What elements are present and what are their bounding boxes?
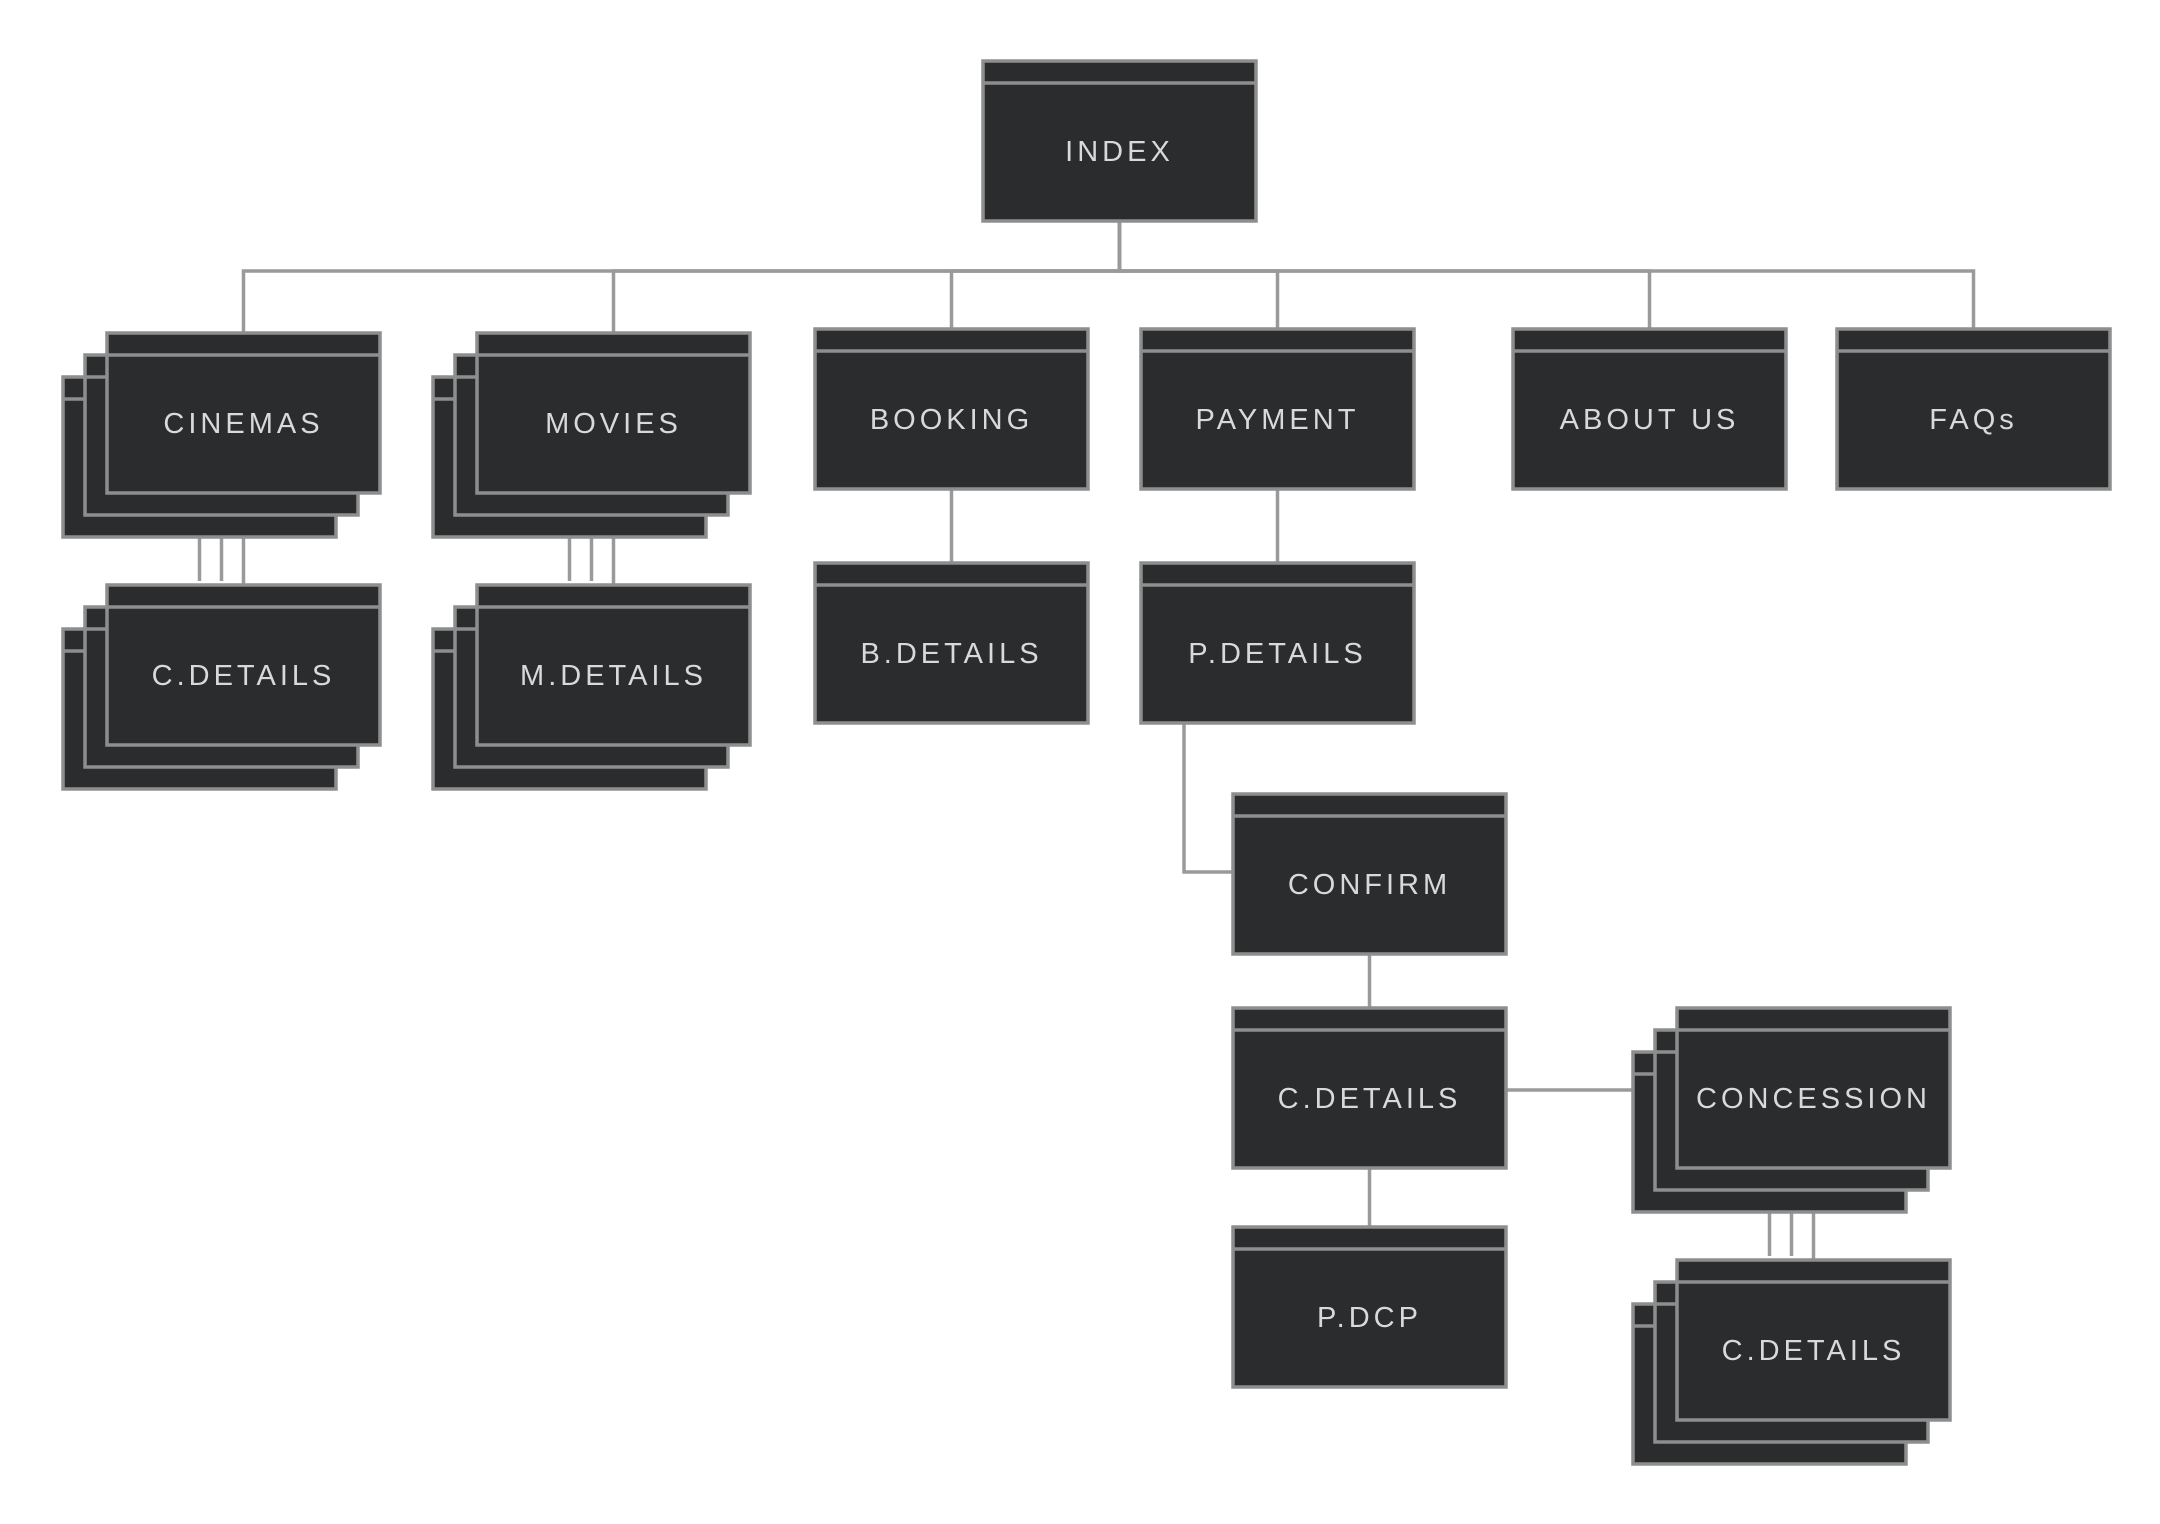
page-node-confirm: CONFIRM	[1231, 792, 1508, 956]
page-card-payment-details	[1139, 561, 1416, 725]
page-node-concession-details: C.DETAILS	[1631, 1258, 1952, 1466]
connector-index-to-movies	[611, 221, 1122, 333]
page-node-about-us: ABOUT US	[1511, 327, 1788, 491]
connectors	[197, 221, 1976, 1260]
page-card-confirm-details	[1231, 1006, 1508, 1170]
page-card-cinemas	[105, 331, 382, 495]
connector-index-to-payment	[1117, 221, 1280, 329]
page-label-confirm-details: C.DETAILS	[1278, 1083, 1462, 1115]
page-label-concession-details: C.DETAILS	[1722, 1335, 1906, 1367]
page-card-concession	[1675, 1006, 1952, 1170]
page-node-movie-details: M.DETAILS	[431, 583, 752, 791]
page-card-booking-details	[813, 561, 1090, 725]
connector-index-to-about-us	[1117, 221, 1652, 329]
page-card-confirm	[1231, 792, 1508, 956]
page-node-payment: PAYMENT	[1139, 327, 1416, 491]
page-label-confirm: CONFIRM	[1288, 869, 1451, 901]
page-card-faqs	[1835, 327, 2112, 491]
page-card-booking	[813, 327, 1090, 491]
page-label-index: INDEX	[1065, 136, 1174, 168]
page-card-index	[981, 59, 1258, 223]
connector-index-to-booking	[949, 221, 1122, 329]
page-node-cinema-details: C.DETAILS	[61, 583, 382, 791]
page-card-payment	[1139, 327, 1416, 491]
page-label-about-us: ABOUT US	[1560, 404, 1740, 436]
page-node-cinemas: CINEMAS	[61, 331, 382, 539]
page-label-booking-details: B.DETAILS	[860, 638, 1042, 670]
page-card-about-us	[1511, 327, 1788, 491]
page-label-movies: MOVIES	[545, 408, 682, 440]
page-node-p-dcp: P.DCP	[1231, 1225, 1508, 1389]
page-node-confirm-details: C.DETAILS	[1231, 1006, 1508, 1170]
page-label-concession: CONCESSION	[1696, 1083, 1931, 1115]
page-node-faqs: FAQs	[1835, 327, 2112, 491]
page-card-concession-details	[1675, 1258, 1952, 1422]
page-node-index: INDEX	[981, 59, 1258, 223]
page-label-payment-details: P.DETAILS	[1188, 638, 1366, 670]
page-node-concession: CONCESSION	[1631, 1006, 1952, 1214]
page-label-payment: PAYMENT	[1196, 404, 1360, 436]
page-label-faqs: FAQs	[1929, 404, 2018, 436]
page-label-movie-details: M.DETAILS	[520, 660, 707, 692]
page-node-movies: MOVIES	[431, 331, 752, 539]
page-label-p-dcp: P.DCP	[1317, 1302, 1422, 1334]
page-card-movies	[475, 331, 752, 495]
page-node-booking: BOOKING	[813, 327, 1090, 491]
connector-payment-details-to-confirm	[1182, 723, 1233, 874]
page-card-movie-details	[475, 583, 752, 747]
page-card-p-dcp	[1231, 1225, 1508, 1389]
page-card-cinema-details	[105, 583, 382, 747]
page-label-cinemas: CINEMAS	[163, 408, 323, 440]
connector-index-to-faqs	[1117, 221, 1976, 329]
connector-index-to-cinemas	[241, 221, 1122, 333]
page-node-booking-details: B.DETAILS	[813, 561, 1090, 725]
page-cards: INDEX CINEMAS MOVIES BOOKING PAYMENT ABOUT US…	[61, 59, 2112, 1466]
page-node-payment-details: P.DETAILS	[1139, 561, 1416, 725]
page-label-booking: BOOKING	[870, 404, 1033, 436]
page-label-cinema-details: C.DETAILS	[152, 660, 336, 692]
